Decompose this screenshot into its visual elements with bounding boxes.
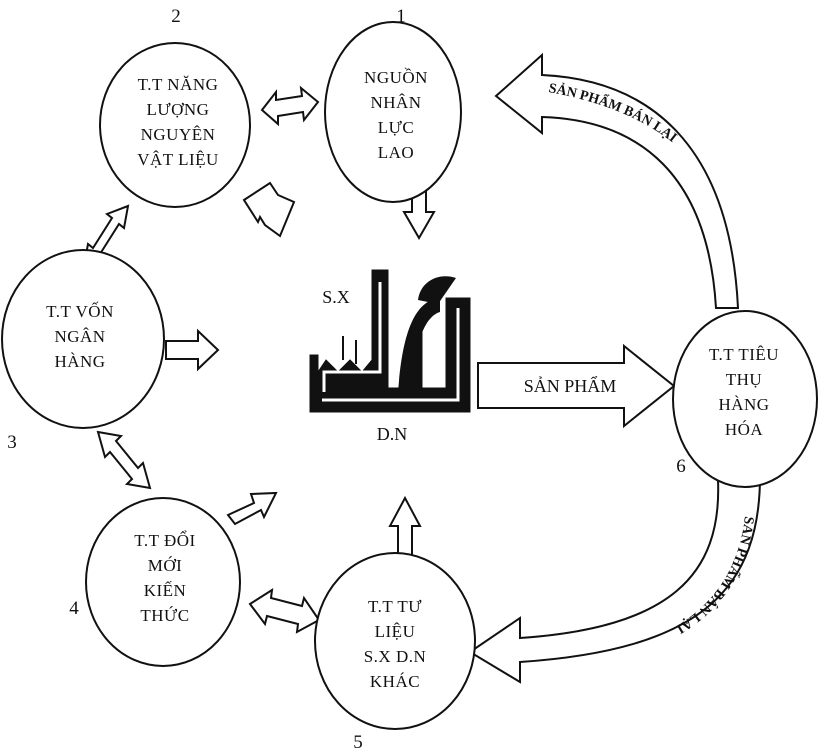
node-4-circle [85, 497, 241, 667]
svg-text:MỚI: MỚI [148, 556, 183, 575]
node-6-text: T.T TIÊU THỤ HÀNG HÓA [709, 345, 779, 439]
node-1-number: 1 [396, 6, 406, 27]
node-4-number: 4 [69, 598, 79, 619]
node-1-text: NGUỒN NHÂN LỰC LAO [364, 68, 428, 162]
svg-text:KIẾN: KIẾN [144, 581, 187, 600]
double-arrow-2-1 [260, 85, 320, 127]
node-5-circle [314, 552, 476, 730]
double-arrow-5-4 [248, 588, 321, 634]
svg-text:KHÁC: KHÁC [370, 672, 420, 691]
svg-text:LIỆU: LIỆU [375, 622, 416, 641]
arrow-3-to-center [165, 328, 220, 372]
node-3-number: 3 [7, 432, 17, 453]
svg-text:HÓA: HÓA [725, 420, 764, 439]
svg-text:T.T TƯ: T.T TƯ [368, 597, 422, 616]
product-arrow [477, 343, 676, 429]
svg-text:T.T VỐN: T.T VỐN [46, 302, 114, 321]
curved-arrow-top [494, 52, 740, 309]
svg-text:T.T NĂNG: T.T NĂNG [138, 75, 219, 94]
svg-text:NGUỒN: NGUỒN [364, 68, 428, 87]
factory-icon [309, 269, 471, 413]
center-bottom-label: D.N [377, 424, 408, 444]
node-5-text: T.T TƯ LIỆU S.X D.N KHÁC [364, 597, 427, 691]
node-2-text: T.T NĂNG LƯỢNG NGUYÊN VẬT LIỆU [137, 75, 219, 169]
node-6-circle [672, 310, 818, 488]
svg-text:NHÂN: NHÂN [370, 93, 421, 112]
node-3-text: T.T VỐN NGÂN HÀNG [46, 302, 114, 371]
svg-text:HÀNG: HÀNG [54, 352, 105, 371]
svg-text:VẬT LIỆU: VẬT LIỆU [137, 150, 219, 169]
svg-text:LAO: LAO [378, 143, 414, 162]
center-top-label: S.X [322, 287, 350, 307]
svg-text:LỰC: LỰC [378, 118, 414, 137]
svg-text:NGUYÊN: NGUYÊN [141, 125, 216, 144]
node-2-number: 2 [171, 6, 181, 27]
node-1-circle [324, 21, 462, 203]
svg-text:THỨC: THỨC [140, 606, 189, 625]
svg-text:HÀNG: HÀNG [718, 395, 769, 414]
svg-text:T.T ĐỔI: T.T ĐỔI [134, 530, 195, 550]
node-5-number: 5 [353, 732, 363, 753]
product-arrow-label: SẢN PHẨM [524, 375, 617, 396]
svg-text:NGÂN: NGÂN [54, 327, 105, 346]
curved-arrow-bottom [468, 468, 762, 684]
node-3-circle [1, 249, 165, 429]
node-4-text: T.T ĐỔI MỚI KIẾN THỨC [134, 530, 195, 625]
node-6-number: 6 [676, 456, 686, 477]
double-arrow-3-4 [96, 430, 152, 490]
arrow-4-to-center [226, 491, 278, 526]
svg-text:S.X D.N: S.X D.N [364, 647, 427, 666]
arrow-2-to-center [242, 181, 296, 238]
svg-text:THỤ: THỤ [726, 370, 762, 389]
node-2-circle [99, 42, 251, 208]
svg-text:LƯỢNG: LƯỢNG [147, 100, 210, 119]
svg-text:T.T TIÊU: T.T TIÊU [709, 345, 779, 364]
